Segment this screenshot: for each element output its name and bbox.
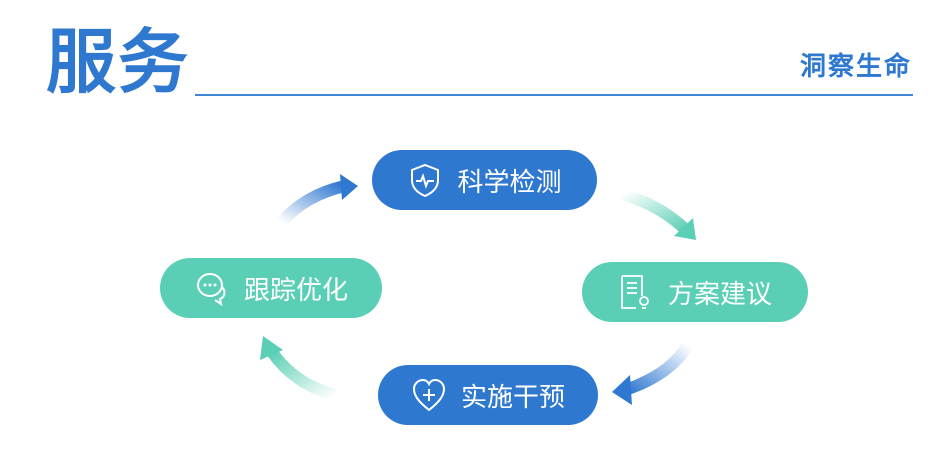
step-plan-advice[interactable]: 方案建议 — [582, 262, 808, 322]
document-lightbulb-icon — [621, 275, 649, 309]
arrow-to-track — [260, 336, 338, 401]
arrow-to-intervene — [612, 341, 694, 405]
heart-plus-icon — [412, 378, 445, 412]
step-label: 跟踪优化 — [243, 275, 348, 306]
page-title: 服务 — [46, 21, 190, 103]
step-track-optimize[interactable]: 跟踪优化 — [160, 258, 382, 318]
arrow-to-plan — [620, 188, 696, 240]
shield-pulse-icon — [411, 163, 440, 198]
arrow-to-detect — [277, 174, 358, 227]
step-implement-intervention[interactable]: 实施干预 — [378, 365, 598, 425]
header-divider — [195, 94, 913, 96]
step-label: 科学检测 — [457, 167, 562, 198]
page-subtitle: 洞察生命 — [799, 52, 912, 82]
step-scientific-detection[interactable]: 科学检测 — [372, 150, 597, 210]
step-label: 方案建议 — [667, 279, 772, 310]
step-label: 实施干预 — [460, 382, 565, 413]
chat-bubbles-icon — [196, 273, 226, 306]
